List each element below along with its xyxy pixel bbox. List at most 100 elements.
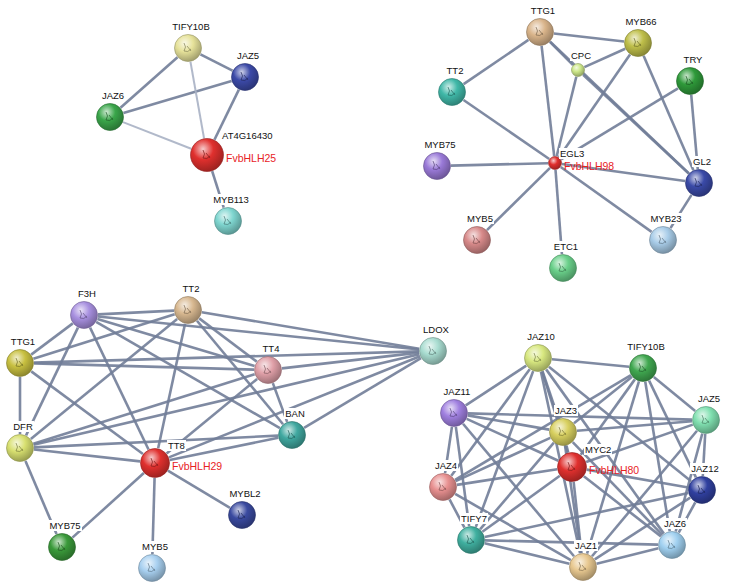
protein-node: TIFY10B	[629, 354, 657, 382]
interaction-edge	[304, 358, 421, 428]
gene-label: TIFY7	[460, 513, 488, 524]
protein-node: JAZ3	[549, 418, 577, 446]
interaction-edge	[34, 351, 419, 362]
gene-label: GL2	[692, 156, 712, 167]
interaction-edge	[98, 311, 174, 315]
protein-node: ETC1	[549, 254, 577, 282]
gene-label: JAZ4	[434, 460, 458, 471]
protein-sphere	[649, 226, 677, 254]
protein-sphere	[438, 78, 466, 106]
interaction-edge	[487, 168, 550, 230]
protein-sphere	[688, 476, 716, 504]
protein-node: TIFY10B	[174, 34, 202, 62]
interaction-edge	[485, 540, 658, 544]
protein-sphere	[96, 103, 124, 131]
gene-label: MYBL2	[228, 488, 261, 499]
protein-sphere	[692, 406, 720, 434]
interaction-edge	[464, 100, 550, 159]
protein-node: TT2	[438, 78, 466, 106]
interaction-edge	[645, 382, 669, 531]
gene-label: TT2	[446, 65, 465, 76]
protein-sphere	[254, 356, 282, 384]
interaction-edge	[34, 450, 140, 462]
gene-label: MYB5	[141, 541, 169, 552]
protein-sphere	[138, 554, 166, 582]
interaction-edge	[550, 42, 689, 174]
protein-node: MYB5	[463, 226, 491, 254]
protein-node: MYB66	[624, 29, 652, 57]
protein-sphere	[278, 421, 306, 449]
gene-label: F3H	[77, 288, 97, 299]
protein-node: TT4	[254, 356, 282, 384]
interaction-edge	[649, 381, 696, 478]
interaction-edge	[557, 77, 577, 156]
protein-sphere	[569, 553, 597, 581]
protein-node: TTG1	[6, 349, 34, 377]
gene-label: DFR	[12, 421, 34, 432]
gene-label: JAZ5	[697, 393, 721, 404]
interaction-edge	[554, 34, 624, 42]
protein-node: BAN	[278, 421, 306, 449]
interaction-edge	[197, 321, 283, 424]
protein-sphere	[457, 526, 485, 554]
protein-sphere	[676, 67, 704, 95]
gene-label: TTG1	[530, 5, 556, 16]
interaction-edge	[485, 493, 689, 537]
interaction-edge	[190, 62, 204, 138]
protein-node: JAZ6	[96, 103, 124, 131]
interaction-edge	[123, 122, 191, 149]
protein-node: MYB23	[649, 226, 677, 254]
protein-node: JAZ5	[692, 406, 720, 434]
protein-node: AT4G16430FvbHLH25	[190, 138, 224, 172]
gene-label: TT2	[182, 283, 201, 294]
gene-label: JAZ5	[236, 50, 260, 61]
protein-sphere	[140, 448, 170, 478]
interaction-edge	[456, 438, 551, 481]
interaction-edge	[34, 363, 254, 369]
protein-sphere	[524, 344, 552, 372]
protein-node: CPC	[571, 63, 585, 77]
protein-node: GL2	[685, 169, 713, 197]
protein-node: F3H	[70, 301, 98, 329]
protein-sphere	[174, 296, 202, 324]
gene-label: MYB75	[423, 139, 456, 150]
protein-node: JAZ10	[524, 344, 552, 372]
interaction-edge	[542, 46, 555, 156]
gene-label: AT4G16430	[221, 130, 274, 141]
protein-sphere	[685, 169, 713, 197]
gene-label: MYB66	[624, 16, 657, 27]
protein-sphere	[549, 254, 577, 282]
protein-sphere	[6, 434, 34, 462]
protein-node: TIFY7	[457, 526, 485, 554]
gene-label: CPC	[570, 50, 592, 61]
protein-sphere	[190, 138, 224, 172]
gene-label: TT8	[167, 440, 186, 451]
protein-sphere	[174, 34, 202, 62]
protein-sphere	[557, 452, 587, 482]
protein-node: TT2	[174, 296, 202, 324]
protein-sphere	[629, 354, 657, 382]
protein-sphere	[228, 501, 256, 529]
protein-sphere	[423, 152, 451, 180]
interaction-edge	[34, 354, 420, 445]
gene-label: ETC1	[553, 241, 579, 252]
protein-sphere	[440, 399, 468, 427]
gene-label: JAZ6	[663, 518, 687, 529]
gene-label: MYB75	[48, 520, 81, 531]
protein-node: MYC2FvbHLH80	[557, 452, 587, 482]
protein-node: JAZ4	[429, 473, 457, 501]
protein-node: LDOX	[419, 337, 447, 365]
gene-label: JAZ6	[101, 90, 125, 101]
interaction-edge	[169, 356, 420, 457]
interaction-edge	[552, 359, 629, 366]
protein-node: TTG1	[526, 18, 554, 46]
gene-label: EGL3	[559, 148, 585, 159]
interaction-edge	[123, 81, 231, 113]
interaction-edge	[451, 163, 548, 165]
interaction-edge	[597, 548, 659, 563]
gene-label: TIFY10B	[626, 341, 666, 352]
protein-node: JAZ1	[569, 553, 597, 581]
protein-sphere	[70, 301, 98, 329]
protein-node: MYB75	[48, 533, 76, 561]
